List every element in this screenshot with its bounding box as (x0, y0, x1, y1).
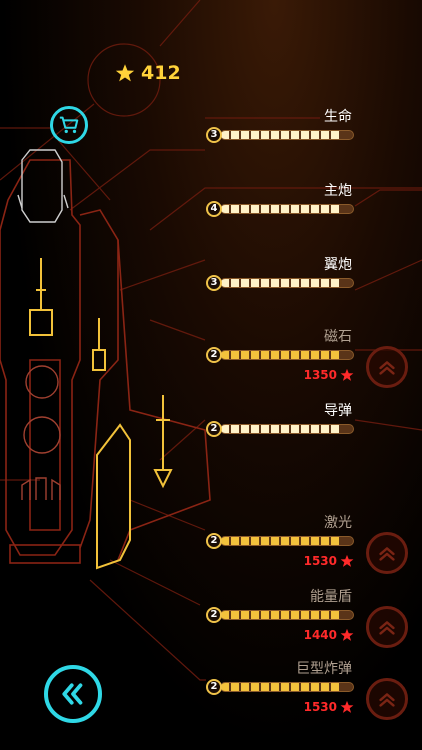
star-count: 412 (141, 62, 181, 84)
upgrade-price: 1530 (304, 554, 354, 568)
progress-track (220, 536, 354, 546)
upgrade-name: 导弹 (324, 403, 352, 419)
upgrade-progress-bar: 3 (206, 127, 354, 143)
upgrade-progress-bar: 2 (206, 421, 354, 437)
star-icon (340, 628, 354, 641)
upgrade-progress-bar: 2 (206, 679, 354, 695)
upgrade-level: 2 (206, 679, 222, 695)
star-icon (340, 700, 354, 713)
upgrade-price-value: 1530 (303, 554, 337, 568)
upgrade-progress-bar: 2 (206, 347, 354, 363)
progress-track (220, 278, 354, 288)
back-button[interactable] (44, 665, 102, 723)
progress-fill (221, 205, 340, 213)
upgrade-level: 2 (206, 421, 222, 437)
cart-icon (59, 116, 79, 134)
upgrade-level: 3 (206, 127, 222, 143)
progress-fill (221, 279, 340, 287)
upgrade-price: 1440 (304, 628, 354, 642)
upgrade-name: 主炮 (324, 183, 352, 199)
upgrade-progress-bar: 4 (206, 201, 354, 217)
upgrade-name: 激光 (324, 515, 352, 531)
double-chevron-up-icon (379, 547, 395, 561)
upgrade-level: 3 (206, 275, 222, 291)
upgrade-button[interactable] (366, 606, 408, 648)
upgrade-price-value: 1350 (303, 368, 337, 382)
star-icon (340, 368, 354, 381)
upgrade-progress-bar: 3 (206, 275, 354, 291)
progress-track (220, 682, 354, 692)
double-chevron-up-icon (379, 361, 395, 375)
upgrade-button[interactable] (366, 346, 408, 388)
upgrade-level: 2 (206, 533, 222, 549)
progress-fill (221, 537, 340, 545)
upgrade-level: 4 (206, 201, 222, 217)
progress-fill (221, 131, 340, 139)
upgrade-name: 磁石 (324, 329, 352, 345)
upgrade-button[interactable] (366, 678, 408, 720)
progress-fill (221, 683, 340, 691)
upgrade-price-value: 1530 (303, 700, 337, 714)
double-chevron-left-icon (62, 683, 83, 705)
upgrade-progress-bar: 2 (206, 607, 354, 623)
star-counter: 412 (115, 62, 181, 84)
progress-track (220, 350, 354, 360)
progress-track (220, 424, 354, 434)
shop-button[interactable] (50, 106, 88, 144)
upgrade-level: 2 (206, 347, 222, 363)
upgrade-level: 2 (206, 607, 222, 623)
upgrade-price-value: 1440 (303, 628, 337, 642)
upgrade-name: 巨型炸弹 (296, 661, 352, 677)
upgrade-name: 翼炮 (324, 257, 352, 273)
star-icon (115, 64, 135, 82)
upgrade-button[interactable] (366, 532, 408, 574)
double-chevron-up-icon (379, 621, 395, 635)
progress-fill (221, 351, 340, 359)
progress-track (220, 204, 354, 214)
progress-fill (221, 611, 340, 619)
upgrade-name: 生命 (324, 109, 352, 125)
upgrade-progress-bar: 2 (206, 533, 354, 549)
progress-track (220, 130, 354, 140)
progress-fill (221, 425, 340, 433)
upgrade-price: 1530 (304, 700, 354, 714)
upgrade-price: 1350 (304, 368, 354, 382)
progress-track (220, 610, 354, 620)
upgrade-name: 能量盾 (310, 589, 352, 605)
star-icon (340, 554, 354, 567)
double-chevron-up-icon (379, 693, 395, 707)
